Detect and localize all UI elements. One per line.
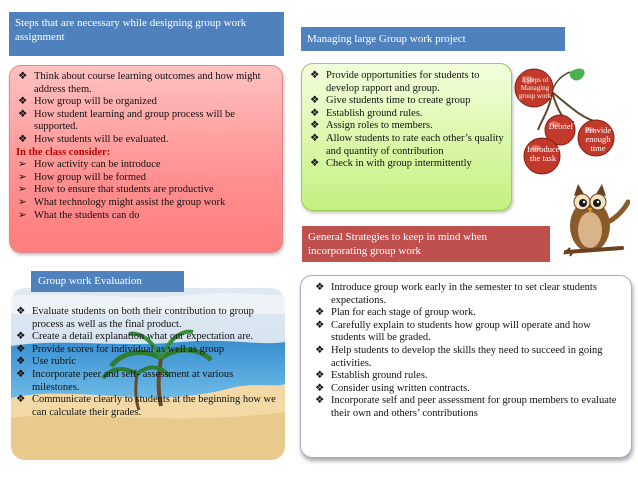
diamond-bullet-icon: ❖ xyxy=(18,108,28,120)
list-item: ❖Incorporate peer and self- assessment a… xyxy=(16,368,234,393)
diamond-bullet-icon: ❖ xyxy=(310,158,320,170)
tree-time-label: Provide enough time xyxy=(584,125,612,153)
beach-scene-image xyxy=(11,288,285,460)
tree-introduce-label: Introduce the task xyxy=(527,144,560,163)
diamond-bullet-icon: ❖ xyxy=(310,70,320,81)
diamond-bullet-icon: ❖ xyxy=(18,133,28,145)
arrow-bullet-icon: ➢ xyxy=(18,209,27,221)
arrow-bullet-icon: ➢ xyxy=(18,184,27,196)
list-item: ❖Establish ground rules. xyxy=(310,107,423,119)
list-item: ❖Check in with group intermittently xyxy=(310,158,472,170)
list-item: ➢How group will be formed xyxy=(18,171,146,183)
consider-list: ➢How activity can be introduce ➢How grou… xyxy=(16,159,276,222)
list-item: ❖Carefully explain to students how group… xyxy=(315,319,591,344)
diamond-bullet-icon: ❖ xyxy=(315,307,325,319)
list-item: ❖Establish ground rules. xyxy=(315,370,428,382)
evaluation-title: Group work Evaluation xyxy=(38,275,142,287)
diamond-bullet-icon: ❖ xyxy=(315,344,325,356)
tree-debrief-label: Debrief xyxy=(548,122,574,131)
diamond-bullet-icon: ❖ xyxy=(16,306,26,317)
evaluation-header: Group work Evaluation xyxy=(31,271,184,292)
diamond-bullet-icon: ❖ xyxy=(315,282,325,293)
diamond-bullet-icon: ❖ xyxy=(315,370,325,382)
general-box: ❖Introduce group work early in the semes… xyxy=(300,275,632,458)
general-header: General Strategies to keep in mind when … xyxy=(302,226,550,262)
diamond-bullet-icon: ❖ xyxy=(16,394,26,406)
list-item: ➢What the students can do xyxy=(18,209,140,221)
list-item: ❖Assign roles to members. xyxy=(310,120,433,132)
diamond-bullet-icon: ❖ xyxy=(315,395,325,407)
general-list: ❖Introduce group work early in the semes… xyxy=(309,282,623,421)
managing-list: ❖Provide opportunities for students to d… xyxy=(308,70,505,171)
diamond-bullet-icon: ❖ xyxy=(310,95,320,107)
list-item: ❖Evaluate students on both their contrib… xyxy=(16,306,254,330)
steps-box: ❖Think about course learning outcomes an… xyxy=(9,65,283,253)
list-item: ❖Consider using written contracts. xyxy=(315,382,470,394)
diamond-bullet-icon: ❖ xyxy=(16,343,26,355)
steps-list: ❖Think about course learning outcomes an… xyxy=(16,71,276,147)
list-item: ❖Think about course learning outcomes an… xyxy=(18,71,261,95)
steps-header: Steps that are necessary while designing… xyxy=(9,12,284,56)
arrow-bullet-icon: ➢ xyxy=(18,196,27,208)
diamond-bullet-icon: ❖ xyxy=(16,356,26,368)
diamond-bullet-icon: ❖ xyxy=(16,331,26,343)
list-item: ➢How to ensure that students are product… xyxy=(18,184,214,196)
list-item: ❖Provide scores for individual as well a… xyxy=(16,343,225,355)
list-item: ❖Give students time to create group xyxy=(310,95,471,107)
list-item: ❖Communicate clearly to students at the … xyxy=(16,394,276,418)
diamond-bullet-icon: ❖ xyxy=(315,382,325,394)
general-title: General Strategies to keep in mind when … xyxy=(308,231,488,257)
managing-header: Managing large Group work project xyxy=(301,27,565,51)
list-item: ❖How students will be evaluated. xyxy=(18,133,169,145)
list-item: ❖Allow students to rate each other’s qua… xyxy=(310,132,504,157)
arrow-bullet-icon: ➢ xyxy=(18,159,27,171)
list-item: ➢How activity can be introduce xyxy=(18,159,161,171)
list-item: ❖How group will be organized xyxy=(18,96,157,108)
list-item: ➢What technology might assist the group … xyxy=(18,196,226,208)
list-item: ❖Plan for each stage of group work. xyxy=(315,307,476,319)
list-item: ❖Introduce group work early in the semes… xyxy=(315,282,597,306)
managing-title: Managing large Group work project xyxy=(307,33,466,45)
owl-illustration xyxy=(563,184,630,257)
list-item: ❖How student learning and group process … xyxy=(18,108,235,133)
list-item: ❖Incorporate self and peer assessment fo… xyxy=(315,395,617,419)
evaluation-text: ❖Evaluate students on both their contrib… xyxy=(14,306,282,419)
consider-subheading: In the class consider: xyxy=(16,146,111,158)
list-item: ❖Help students to develop the skills the… xyxy=(315,344,603,369)
beach-background xyxy=(11,288,285,460)
diamond-bullet-icon: ❖ xyxy=(18,96,28,108)
cherry-tree-diagram xyxy=(514,68,615,175)
managing-box: ❖Provide opportunities for students to d… xyxy=(301,63,512,211)
diamond-bullet-icon: ❖ xyxy=(18,71,28,82)
tree-top-label: 3 steps of Managing group work xyxy=(518,76,552,100)
diamond-bullet-icon: ❖ xyxy=(310,132,320,144)
diamond-bullet-icon: ❖ xyxy=(16,368,26,380)
list-item: ❖Provide opportunities for students to d… xyxy=(310,70,480,94)
diamond-bullet-icon: ❖ xyxy=(310,107,320,119)
list-item: ❖Create a detail explanation what our ex… xyxy=(16,331,253,343)
list-item: ❖Use rubric xyxy=(16,356,77,368)
evaluation-list: ❖Evaluate students on both their contrib… xyxy=(14,306,282,419)
arrow-bullet-icon: ➢ xyxy=(18,171,27,183)
steps-title: Steps that are necessary while designing… xyxy=(15,17,247,43)
diamond-bullet-icon: ❖ xyxy=(315,319,325,331)
diamond-bullet-icon: ❖ xyxy=(310,120,320,132)
